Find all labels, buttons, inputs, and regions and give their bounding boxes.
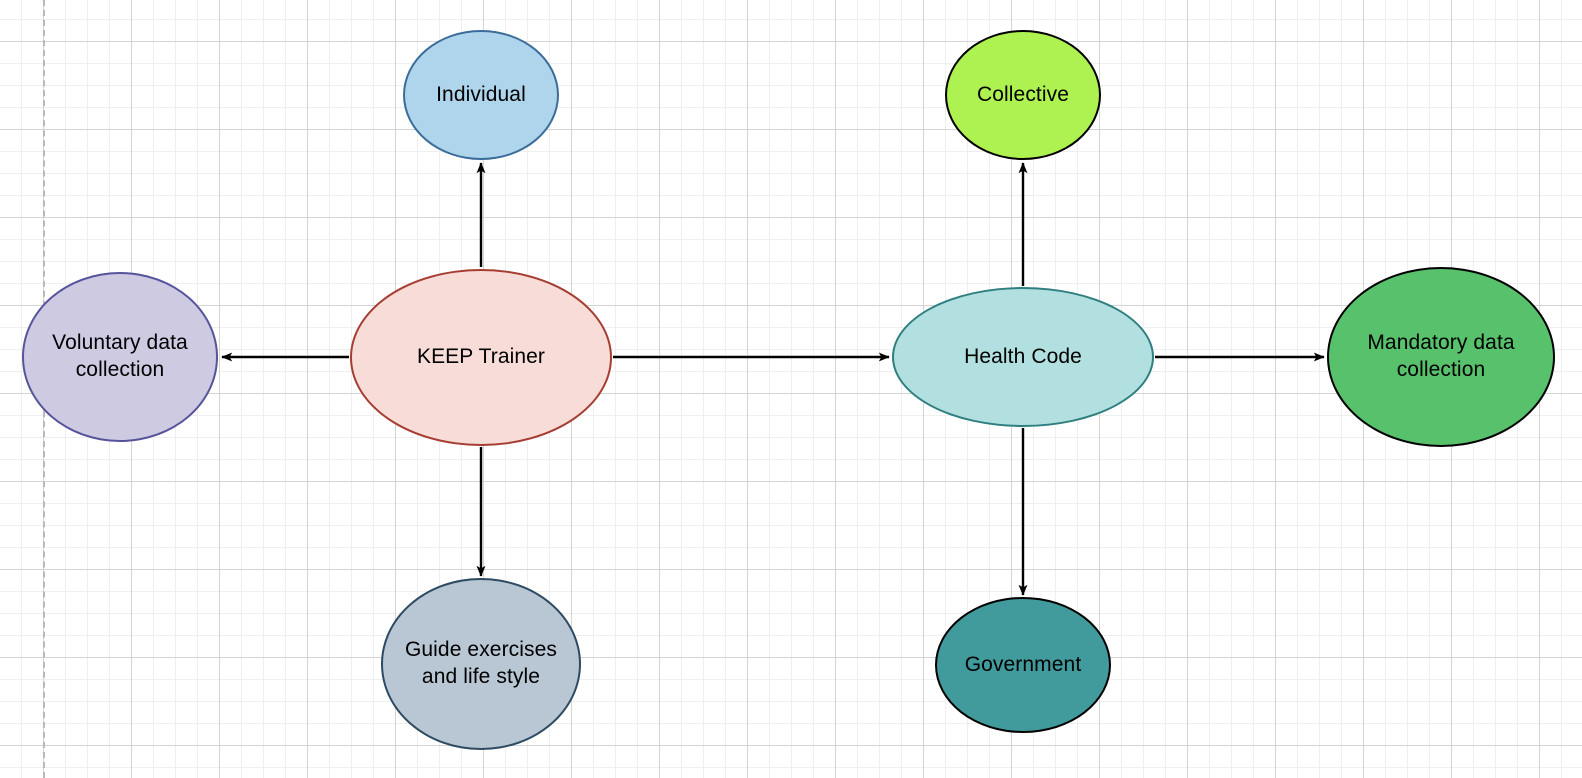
node-health-code[interactable]: Health Code — [892, 287, 1154, 427]
node-individual[interactable]: Individual — [403, 30, 559, 160]
node-mandatory-data-collection[interactable]: Mandatory data collection — [1327, 267, 1555, 447]
node-keep-trainer[interactable]: KEEP Trainer — [350, 269, 612, 446]
node-label-voluntary-data-collection: Voluntary data collection — [52, 331, 188, 381]
node-label-mandatory-data-collection: Mandatory data collection — [1367, 331, 1515, 381]
node-label-collective: Collective — [976, 82, 1070, 106]
node-guide-exercises[interactable]: Guide exercises and life style — [381, 578, 581, 750]
node-label-keep-trainer: KEEP Trainer — [416, 345, 546, 369]
node-label-guide-exercises: Guide exercises and life style — [404, 638, 558, 688]
node-label-health-code: Health Code — [964, 344, 1082, 368]
node-government[interactable]: Government — [935, 597, 1111, 733]
node-label-government: Government — [964, 652, 1082, 676]
edges-group — [221, 162, 1325, 596]
node-collective[interactable]: Collective — [945, 30, 1101, 160]
node-voluntary-data-collection[interactable]: Voluntary data collection — [22, 272, 218, 442]
node-label-individual: Individual — [436, 82, 526, 106]
